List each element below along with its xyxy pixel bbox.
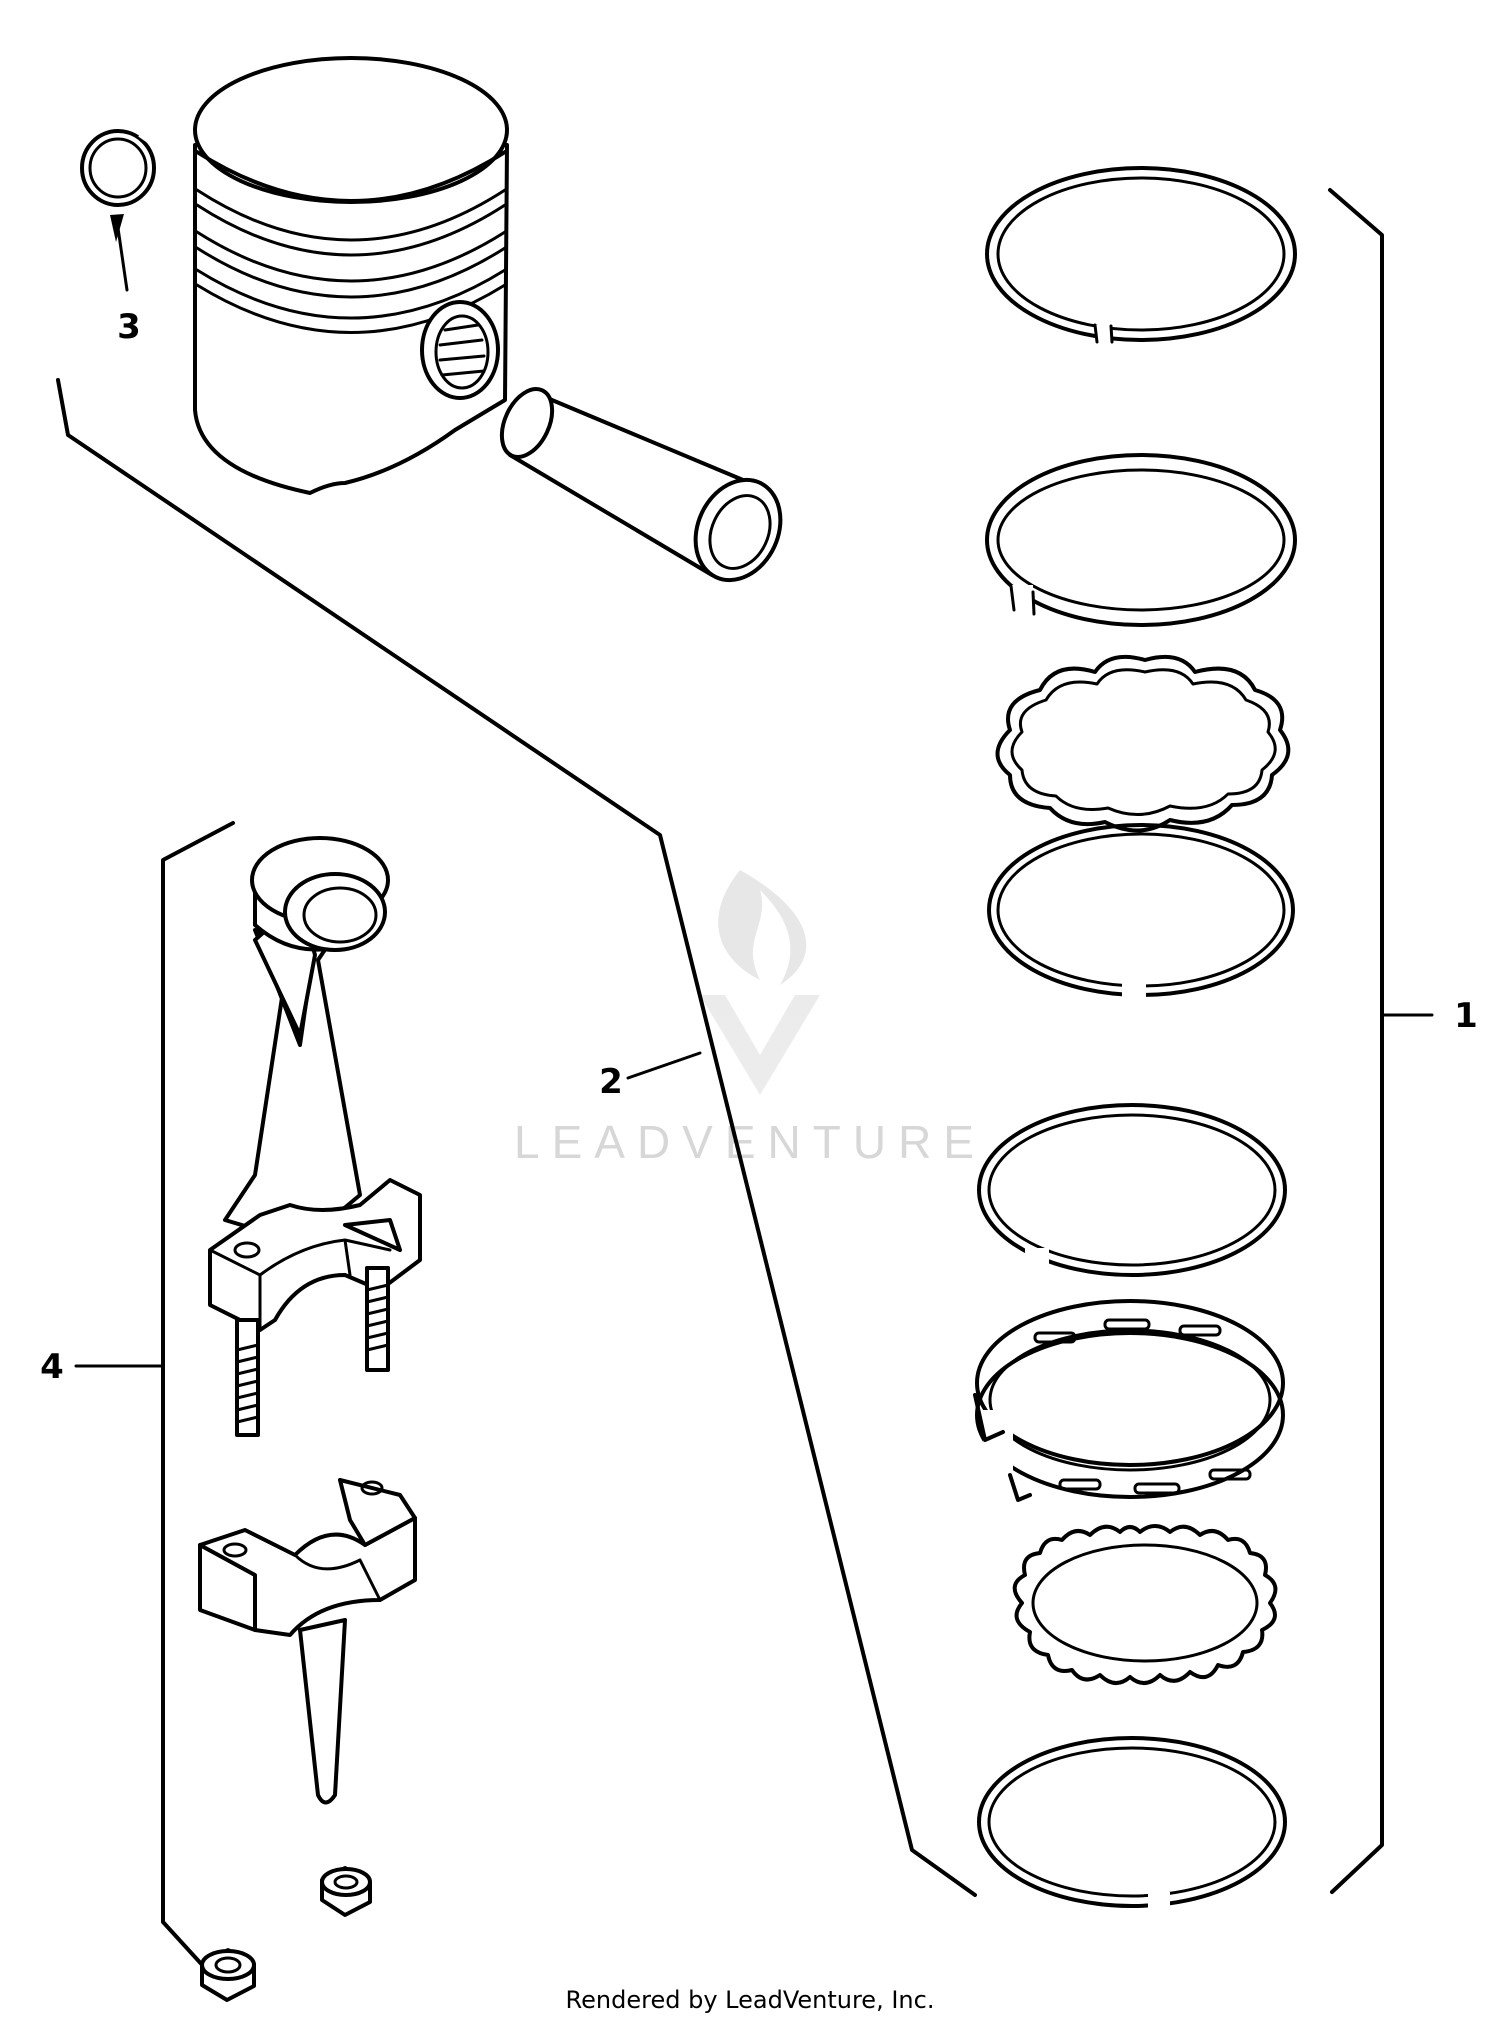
rod-bolt-left xyxy=(235,1318,260,1437)
piston-ring-4 xyxy=(977,1103,1287,1277)
rod-bolt-right xyxy=(365,1266,390,1372)
callout-2: 2 xyxy=(599,1062,623,1102)
rod-nut-lower xyxy=(200,1948,256,2002)
callout-3: 3 xyxy=(117,307,141,347)
piston-ring-2 xyxy=(985,453,1297,627)
callout-1: 1 xyxy=(1454,996,1478,1036)
leader-line-3 xyxy=(116,226,129,292)
piston-ring-5 xyxy=(977,1736,1287,1910)
piston-pin xyxy=(499,387,783,583)
callout-4: 4 xyxy=(40,1347,64,1387)
bracket-item-4 xyxy=(161,821,235,1970)
snap-ring xyxy=(80,129,156,207)
footer-credit: Rendered by LeadVenture, Inc. xyxy=(565,1986,935,2014)
bracket-item-1 xyxy=(1328,188,1384,1894)
leader-arrow-3 xyxy=(110,214,124,242)
expander-ring-lower xyxy=(1012,1524,1278,1685)
expander-ring-upper xyxy=(995,655,1291,833)
oil-control-ring xyxy=(973,1299,1285,1502)
connecting-rod-cap xyxy=(198,1478,417,1805)
watermark-text: LEADVENTURE xyxy=(514,1116,986,1168)
connecting-rod xyxy=(208,836,422,1437)
watermark-logo xyxy=(700,870,820,1095)
piston xyxy=(193,56,509,495)
rod-nut-upper xyxy=(320,1866,372,1917)
bracket-item-2 xyxy=(56,378,977,1897)
leader-line-2 xyxy=(626,1051,702,1080)
piston-ring-1 xyxy=(985,166,1297,347)
piston-ring-3 xyxy=(987,823,1295,1000)
